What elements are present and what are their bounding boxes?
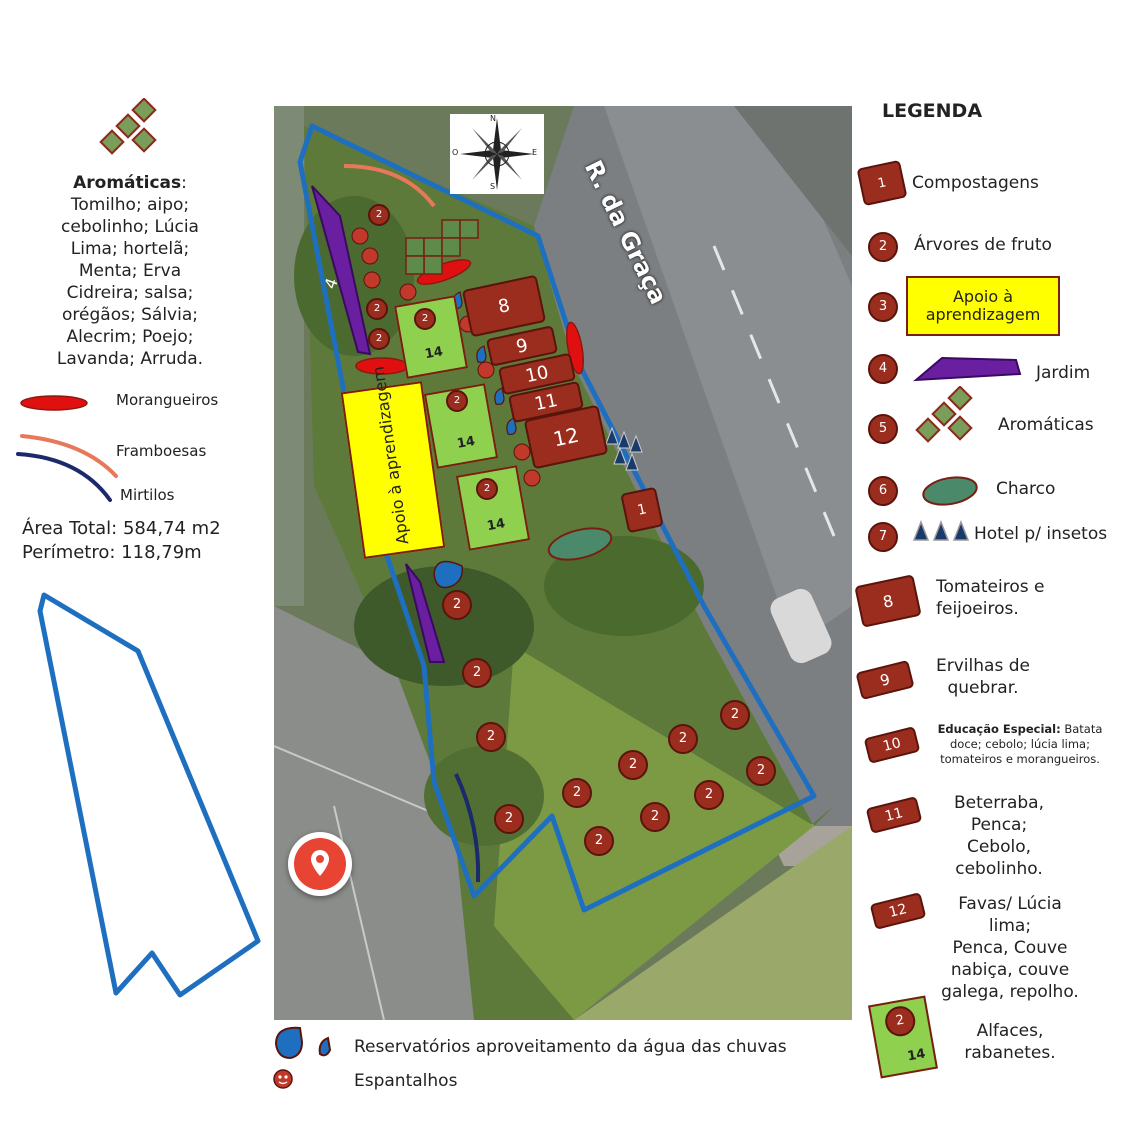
legend-8-label: Tomateiros e feijoeiros. — [936, 577, 1045, 619]
aromaticas-icon — [99, 98, 157, 155]
aromaticas-line: Lima; hortelã; — [70, 239, 190, 259]
aromaticas-line: Menta; Erva — [78, 261, 182, 281]
compass-w: O — [452, 148, 459, 157]
aromaticas-line: Cidreira; salsa; — [66, 283, 194, 303]
framboesas-mirtilos-icon — [16, 434, 118, 502]
legend-11-label: Beterraba, Penca; Cebolo, cebolinho. — [954, 793, 1044, 879]
legend-4-label: Jardim — [1036, 363, 1091, 383]
tree-badge: 2 — [720, 700, 750, 730]
tree-badge: 2 — [494, 804, 524, 834]
tree-badge: 2 — [476, 722, 506, 752]
tree-badge: 2 — [414, 308, 436, 330]
tree-badge: 2 — [368, 328, 390, 350]
tree-badge: 2 — [668, 724, 698, 754]
tree-badge: 2 — [640, 802, 670, 832]
tree-badge: 2 — [462, 658, 492, 688]
legend-2-label: Árvores de fruto — [914, 235, 1052, 255]
aromaticas-title: Aromáticas — [73, 173, 182, 193]
legend-5-icon: 5 — [868, 414, 898, 444]
mirtilos-label: Mirtilos — [120, 486, 175, 504]
aromaticas-line: orégãos; Sálvia; — [62, 305, 198, 325]
legend-9-icon: 9 — [855, 659, 915, 701]
aromaticas-legend-icon — [915, 386, 973, 443]
green-bed-1: 14 — [394, 295, 468, 379]
morangueiros-label: Morangueiros — [116, 391, 219, 409]
legend-3-label: Apoio à aprendizagem — [906, 276, 1060, 336]
perimetro: Perímetro: 118,79m — [22, 542, 202, 563]
legend-3-icon: 3 — [868, 292, 898, 322]
legend-12-label: Favas/ Lúcia lima; Penca, Couve nabiça, … — [941, 894, 1079, 1002]
legend-6-label: Charco — [996, 479, 1056, 499]
espantalho-icon — [273, 1069, 293, 1089]
tree-badge: 2 — [694, 780, 724, 810]
legend-2-icon: 2 — [868, 232, 898, 262]
legend-12-icon: 12 — [869, 892, 927, 930]
legend-11-icon: 11 — [865, 796, 923, 834]
legenda-title: LEGENDA — [882, 100, 983, 122]
compass-n: N — [490, 114, 496, 123]
aerial-map: N S E O R. da Graça — [274, 106, 852, 1020]
tree-badge: 2 — [442, 590, 472, 620]
tree-badge: 2 — [446, 390, 468, 412]
area-total: Área Total: 584,74 m2 — [22, 518, 221, 539]
hotel-insetos-icon — [912, 520, 970, 541]
charco-icon — [922, 476, 978, 506]
tree-badge: 2 — [562, 778, 592, 808]
espantalhos-label: Espantalhos — [354, 1071, 458, 1091]
aromaticas-line: cebolinho; Lúcia — [61, 217, 199, 237]
jardim-icon — [913, 356, 1022, 382]
tree-badge: 2 — [366, 298, 388, 320]
tree-badge: 2 — [368, 204, 390, 226]
tree-badge: 2 — [584, 826, 614, 856]
aromaticas-line: Lavanda; Arruda. — [56, 349, 204, 369]
framboesas-label: Framboesas — [116, 442, 207, 460]
compass-e: E — [532, 148, 538, 157]
tree-badge: 2 — [618, 750, 648, 780]
compass-s: S — [490, 182, 496, 191]
location-pin-icon — [294, 838, 346, 890]
legend-4-icon: 4 — [868, 354, 898, 384]
legend-7-label: Hotel p/ insetos — [974, 524, 1108, 544]
tree-badge: 2 — [746, 756, 776, 786]
reservatorios-label: Reservatórios aproveitamento da água das… — [354, 1037, 787, 1057]
aromaticas-block: Aromáticas: Tomilho; aipo; cebolinho; Lú… — [20, 172, 240, 370]
aromaticas-line: Tomilho; aipo; — [70, 195, 190, 215]
legend-10-icon: 10 — [863, 726, 921, 764]
jardim-shapes — [311, 185, 643, 663]
legend-14-icon: 2 14 — [868, 995, 938, 1079]
legend-8-icon: 8 — [854, 574, 922, 628]
legend-1-label: Compostagens — [912, 173, 1039, 193]
legend-5-label: Aromáticas — [998, 415, 1094, 435]
legend-9-label: Ervilhas de quebrar. — [936, 656, 1030, 698]
compass-icon — [460, 118, 534, 190]
tree-badge: 2 — [476, 478, 498, 500]
legend-10-label: Educação Especial: Batata doce; cebolo; … — [937, 722, 1103, 766]
legend-7-icon: 7 — [868, 522, 898, 552]
legend-14-label: Alfaces, rabanetes. — [964, 1021, 1056, 1063]
legend-6-icon: 6 — [868, 476, 898, 506]
aromaticas-line: Alecrim; Poejo; — [66, 327, 194, 347]
compass-rose: N S E O — [450, 114, 544, 194]
reservatorio-icon — [274, 1026, 332, 1060]
morangueiros-icon — [20, 395, 88, 411]
legend-1-icon: 1 — [856, 159, 908, 207]
plot-outline-shape — [37, 592, 261, 998]
location-pin-button[interactable] — [288, 832, 352, 896]
green-bed-3: 14 — [455, 465, 531, 551]
